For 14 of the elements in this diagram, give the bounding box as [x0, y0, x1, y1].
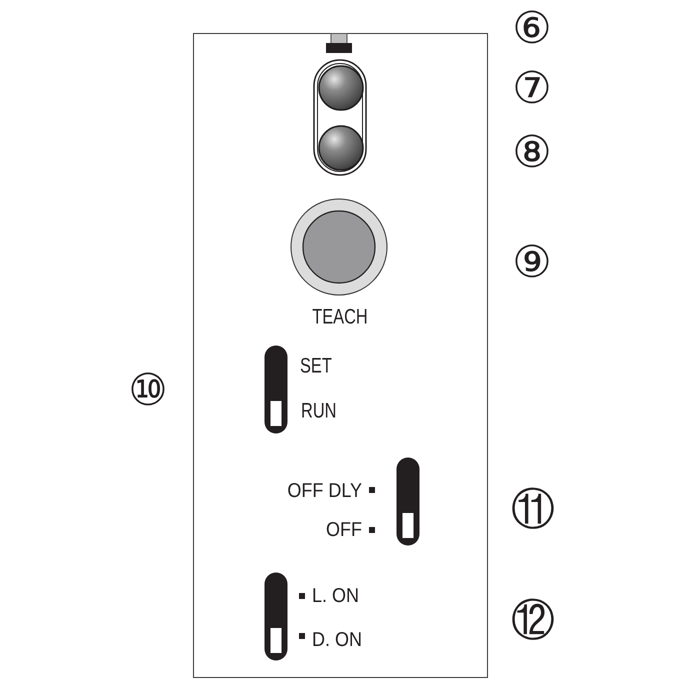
callout-number: ⑧ — [512, 131, 552, 175]
button-label: TEACH — [312, 306, 368, 328]
switch-label: OFF — [326, 520, 362, 540]
callout-number: ⑪ — [511, 488, 555, 532]
switch-label: D. ON — [312, 630, 362, 650]
callout-number: ⑨ — [512, 241, 552, 285]
switch-label: L. ON — [312, 586, 360, 606]
switch-label: RUN — [301, 400, 336, 422]
switch-label: OFF DLY — [287, 481, 362, 501]
callout-number: ⑦ — [512, 67, 552, 111]
switch-label: SET — [300, 356, 332, 376]
callout-number: ⑥ — [512, 7, 552, 51]
callout-number: ⑩ — [128, 369, 168, 413]
callout-number: ⑫ — [511, 599, 555, 643]
